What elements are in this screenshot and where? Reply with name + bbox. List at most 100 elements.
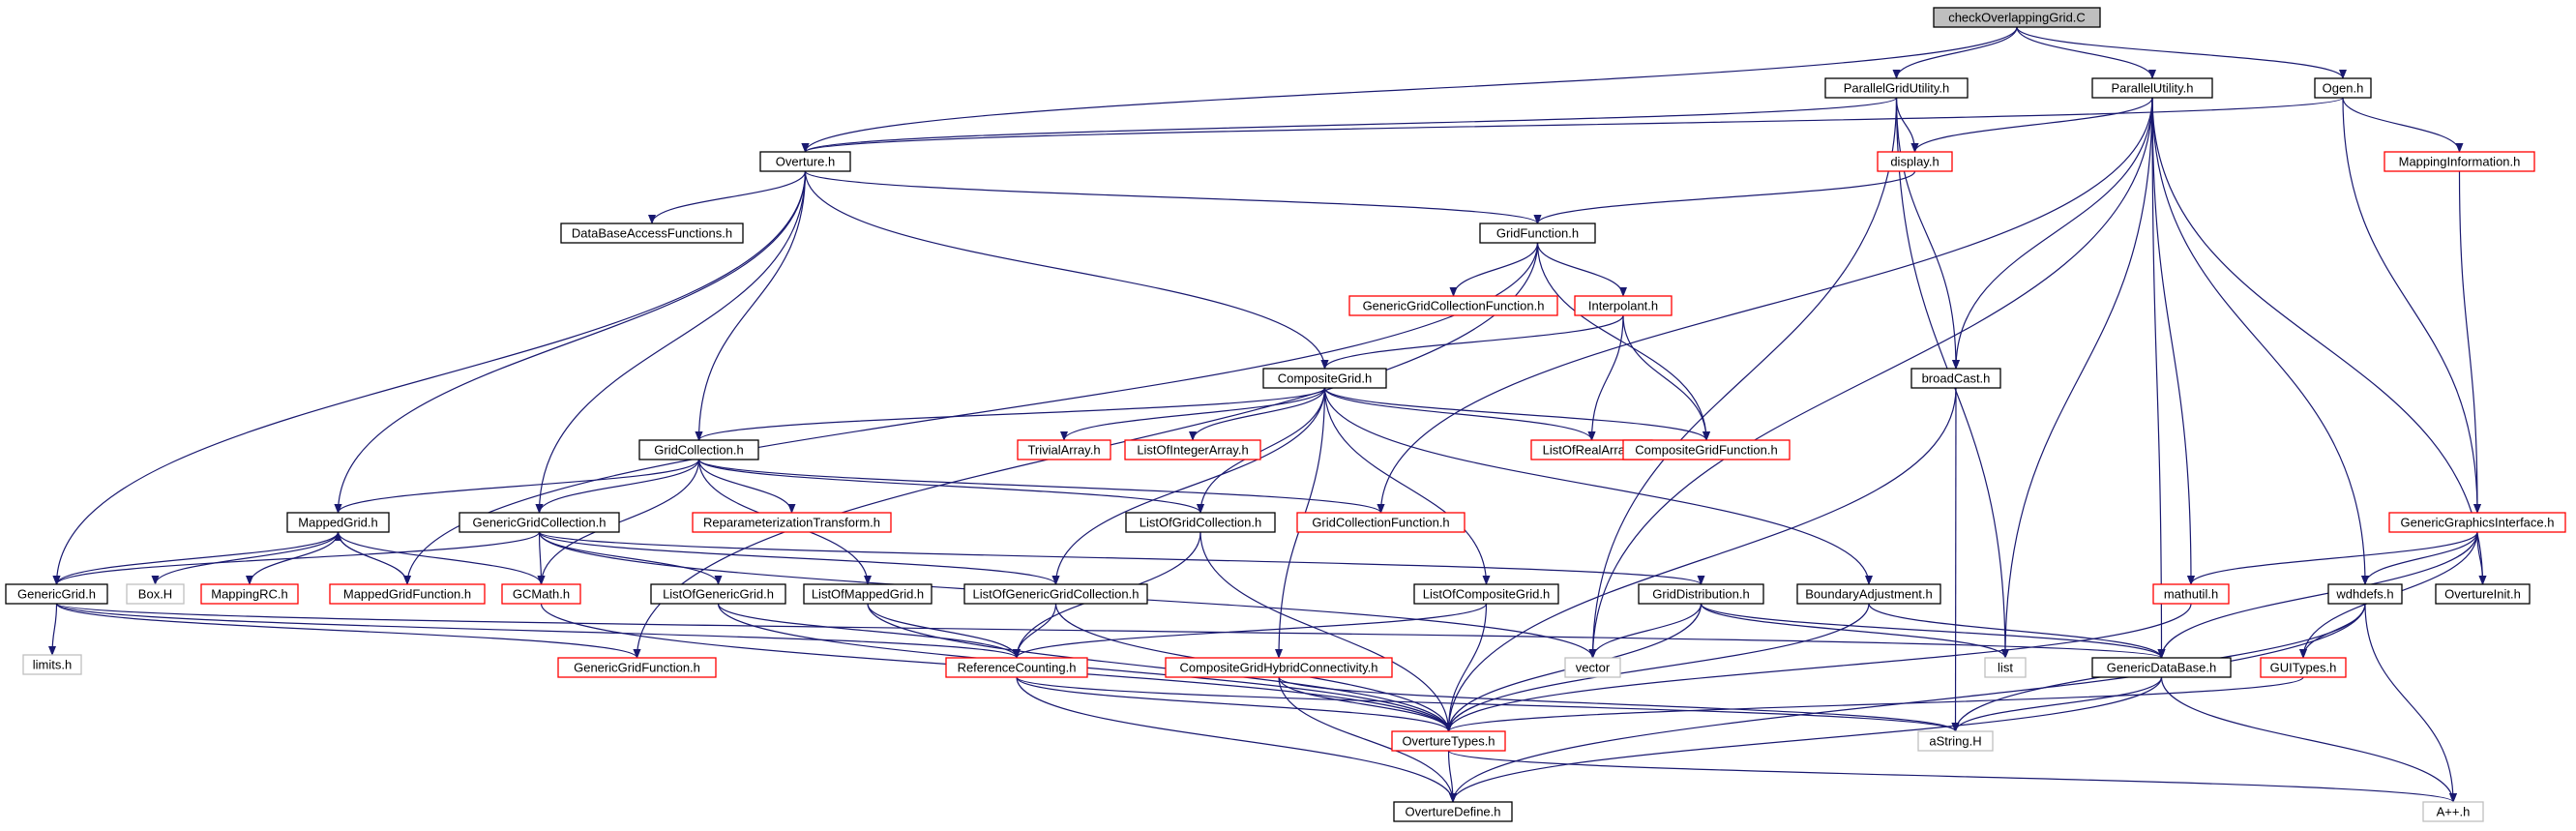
node-grid-collection-function[interactable]: GridCollectionFunction.h: [1296, 512, 1466, 533]
node-layer: checkOverlappingGrid.CParallelGridUtilit…: [5, 7, 2566, 822]
node-label: CompositeGridHybridConnectivity.h: [1180, 661, 1378, 675]
node-vector[interactable]: vector: [1564, 657, 1621, 678]
node-overture[interactable]: Overture.h: [759, 151, 851, 172]
node-generic-grid-function[interactable]: GenericGridFunction.h: [557, 657, 717, 678]
edge-grid-distribution-to-list: [1700, 603, 2009, 659]
node-list-of-generic-grid[interactable]: ListOfGenericGrid.h: [650, 583, 786, 605]
edge-generic-grid-collection-to-grid-distribution: [538, 531, 1705, 585]
node-app[interactable]: A++.h: [2422, 801, 2484, 822]
edge-list-of-composite-grid-to-overture-types: [1444, 603, 1488, 732]
node-box: [501, 583, 581, 605]
node-list-of-generic-grid-collection[interactable]: ListOfGenericGridCollection.h: [963, 583, 1148, 605]
edge-reference-counting-to-a-string: [1016, 676, 1960, 732]
node-grid-function[interactable]: GridFunction.h: [1479, 223, 1596, 244]
edge-overture-to-generic-grid-collection: [535, 170, 807, 514]
edge-mapping-information-to-generic-graphics-interface: [2458, 170, 2481, 514]
node-mapping-information[interactable]: MappingInformation.h: [2384, 151, 2535, 172]
edge-boundary-adjustment-to-generic-data-base: [1868, 603, 2166, 659]
node-generic-graphics-interface[interactable]: GenericGraphicsInterface.h: [2388, 512, 2566, 533]
edge-parallel-utility-to-mathutil: [2151, 97, 2195, 585]
node-boundary-adjustment[interactable]: BoundaryAdjustment.h: [1796, 583, 1941, 605]
edge-composite-grid-to-trivial-array: [1060, 387, 1326, 441]
node-list-of-real-array[interactable]: ListOfRealArray.h: [1530, 439, 1653, 460]
node-box: [1796, 583, 1941, 605]
edge-reference-counting-to-overture-types: [1016, 676, 1453, 732]
edge-display-to-grid-function: [1533, 170, 1916, 224]
node-mathutil[interactable]: mathutil.h: [2152, 583, 2230, 605]
node-label: GenericGridCollection.h: [472, 516, 606, 530]
node-composite-grid-hybrid-connectivity[interactable]: CompositeGridHybridConnectivity.h: [1165, 657, 1393, 678]
node-label: GridCollection.h: [654, 443, 744, 458]
node-box: [2422, 801, 2484, 822]
edge-reference-counting-to-overture-define: [1016, 676, 1457, 803]
edge-overture-to-composite-grid: [804, 170, 1329, 370]
node-broad-cast[interactable]: broadCast.h: [1910, 368, 2001, 389]
node-interpolant[interactable]: Interpolant.h: [1574, 295, 1673, 316]
edge-list-of-mapped-grid-to-overture-types: [867, 603, 1453, 732]
edge-generic-grid-to-limits: [48, 603, 58, 656]
node-mapping-rc[interactable]: MappingRC.h: [200, 583, 299, 605]
node-wdhdefs[interactable]: wdhdefs.h: [2327, 583, 2403, 605]
node-display[interactable]: display.h: [1877, 151, 1953, 172]
node-grid-distribution[interactable]: GridDistribution.h: [1638, 583, 1764, 605]
node-list-of-composite-grid[interactable]: ListOfCompositeGrid.h: [1413, 583, 1559, 605]
node-data-base-access-functions[interactable]: DataBaseAccessFunctions.h: [560, 223, 744, 244]
node-reparameterization-transform[interactable]: ReparameterizationTransform.h: [692, 512, 892, 533]
edge-parallel-utility-to-broad-cast: [1952, 97, 2153, 370]
edge-overture-to-generic-grid: [52, 170, 807, 585]
node-parallel-grid-utility[interactable]: ParallelGridUtility.h: [1824, 77, 1969, 99]
node-label: GUITypes.h: [2270, 661, 2337, 675]
edge-grid-function-to-composite-grid-function: [1536, 242, 1710, 441]
edge-parallel-grid-utility-to-overture: [801, 97, 1898, 153]
node-box: [459, 512, 620, 533]
edge-grid-function-to-interpolant: [1536, 242, 1627, 297]
edge-composite-grid-hybrid-connectivity-to-a-string: [1278, 676, 1960, 732]
node-box: [557, 657, 717, 678]
edge-generic-graphics-interface-to-overture-init: [2476, 531, 2487, 585]
node-overture-types[interactable]: OvertureTypes.h: [1391, 730, 1506, 752]
edge-grid-function-to-mapped-grid-function: [403, 242, 1539, 585]
node-reference-counting[interactable]: ReferenceCounting.h: [945, 657, 1088, 678]
node-label: ListOfGenericGridCollection.h: [973, 587, 1140, 602]
node-composite-grid[interactable]: CompositeGrid.h: [1262, 368, 1387, 389]
node-a-string[interactable]: aString.H: [1917, 730, 1994, 752]
node-mapped-grid[interactable]: MappedGrid.h: [286, 512, 390, 533]
node-label: ListOfRealArray.h: [1543, 443, 1642, 458]
edge-composite-grid-to-list-of-integer-array: [1189, 387, 1326, 441]
node-box: [692, 512, 892, 533]
node-generic-grid-collection-function[interactable]: GenericGridCollectionFunction.h: [1348, 295, 1558, 316]
edge-grid-collection-to-list-of-grid-collection: [697, 459, 1204, 514]
edge-generic-data-base-to-app: [2160, 676, 2457, 803]
node-parallel-utility[interactable]: ParallelUtility.h: [2091, 77, 2213, 99]
node-list-of-mapped-grid[interactable]: ListOfMappedGrid.h: [803, 583, 933, 605]
node-gcmath[interactable]: GCMath.h: [501, 583, 581, 605]
node-box: [1564, 657, 1621, 678]
node-list-of-grid-collection[interactable]: ListOfGridCollection.h: [1125, 512, 1276, 533]
node-box: [5, 583, 108, 605]
node-mapped-grid-function[interactable]: MappedGridFunction.h: [329, 583, 486, 605]
edge-parallel-grid-utility-to-vector: [1588, 97, 1898, 659]
node-overture-define[interactable]: OvertureDefine.h: [1393, 801, 1513, 822]
node-generic-data-base[interactable]: GenericDataBase.h: [2091, 657, 2232, 678]
node-trivial-array[interactable]: TrivialArray.h: [1017, 439, 1111, 460]
node-box: [759, 151, 851, 172]
node-ogen[interactable]: Ogen.h: [2314, 77, 2372, 99]
node-box-h[interactable]: Box.H: [126, 583, 185, 605]
node-generic-grid-collection[interactable]: GenericGridCollection.h: [459, 512, 620, 533]
node-composite-grid-function[interactable]: CompositeGridFunction.h: [1622, 439, 1791, 460]
edge-parallel-grid-utility-to-broad-cast: [1895, 97, 1960, 370]
node-label: ParallelGridUtility.h: [1844, 81, 1950, 96]
node-generic-grid[interactable]: GenericGrid.h: [5, 583, 108, 605]
node-box: [2091, 77, 2213, 99]
node-label: ReparameterizationTransform.h: [703, 516, 880, 530]
node-overture-init[interactable]: OvertureInit.h: [2435, 583, 2531, 605]
node-grid-collection[interactable]: GridCollection.h: [638, 439, 759, 460]
edge-generic-grid-to-generic-grid-function: [55, 603, 641, 659]
node-limits[interactable]: limits.h: [22, 654, 82, 675]
node-box: [1348, 295, 1558, 316]
node-guitypes[interactable]: GUITypes.h: [2260, 657, 2347, 678]
node-list[interactable]: list: [1984, 657, 2027, 678]
node-label: MappingInformation.h: [2399, 155, 2521, 169]
node-list-of-integer-array[interactable]: ListOfIntegerArray.h: [1124, 439, 1261, 460]
